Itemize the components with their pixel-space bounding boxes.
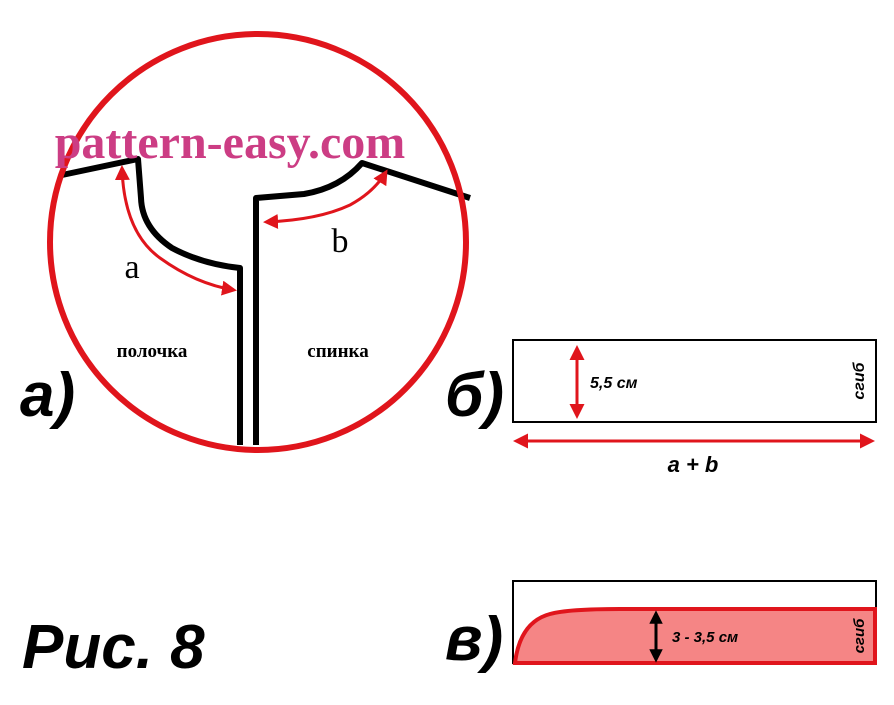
panel-b-label: б) <box>445 361 504 430</box>
back-piece-label: спинка <box>307 341 369 362</box>
panel-b: б) 5,5 см сгиб a + b <box>445 339 877 477</box>
arrow-b <box>263 169 388 230</box>
folded-strip-height-label: 3 - 3,5 см <box>672 629 738 646</box>
arrow-a <box>114 165 237 296</box>
strip-length-label: a + b <box>668 452 719 477</box>
back-piece-outline <box>253 160 471 445</box>
panel-a: a b полочка спинка pattern-easy.com а) <box>20 31 471 453</box>
panel-a-label: а) <box>20 361 75 430</box>
arrow-b-label: b <box>332 223 349 260</box>
figure-caption: Рис. 8 <box>22 613 205 682</box>
strip-height-label: 5,5 см <box>590 375 638 392</box>
strip-rectangle <box>512 339 877 423</box>
folded-strip-fold-label: сгиб <box>851 618 868 654</box>
arrow-a-label: a <box>124 249 139 286</box>
front-piece-label: полочка <box>117 341 188 362</box>
strip-fold-label: сгиб <box>851 361 868 399</box>
watermark: pattern-easy.com <box>55 116 406 169</box>
detail-circle <box>47 31 469 453</box>
front-piece-outline <box>61 156 243 445</box>
folded-strip-fill <box>512 607 877 665</box>
panel-c: в) 3 - 3,5 см сгиб <box>445 580 877 674</box>
panel-c-label: в) <box>445 605 503 674</box>
